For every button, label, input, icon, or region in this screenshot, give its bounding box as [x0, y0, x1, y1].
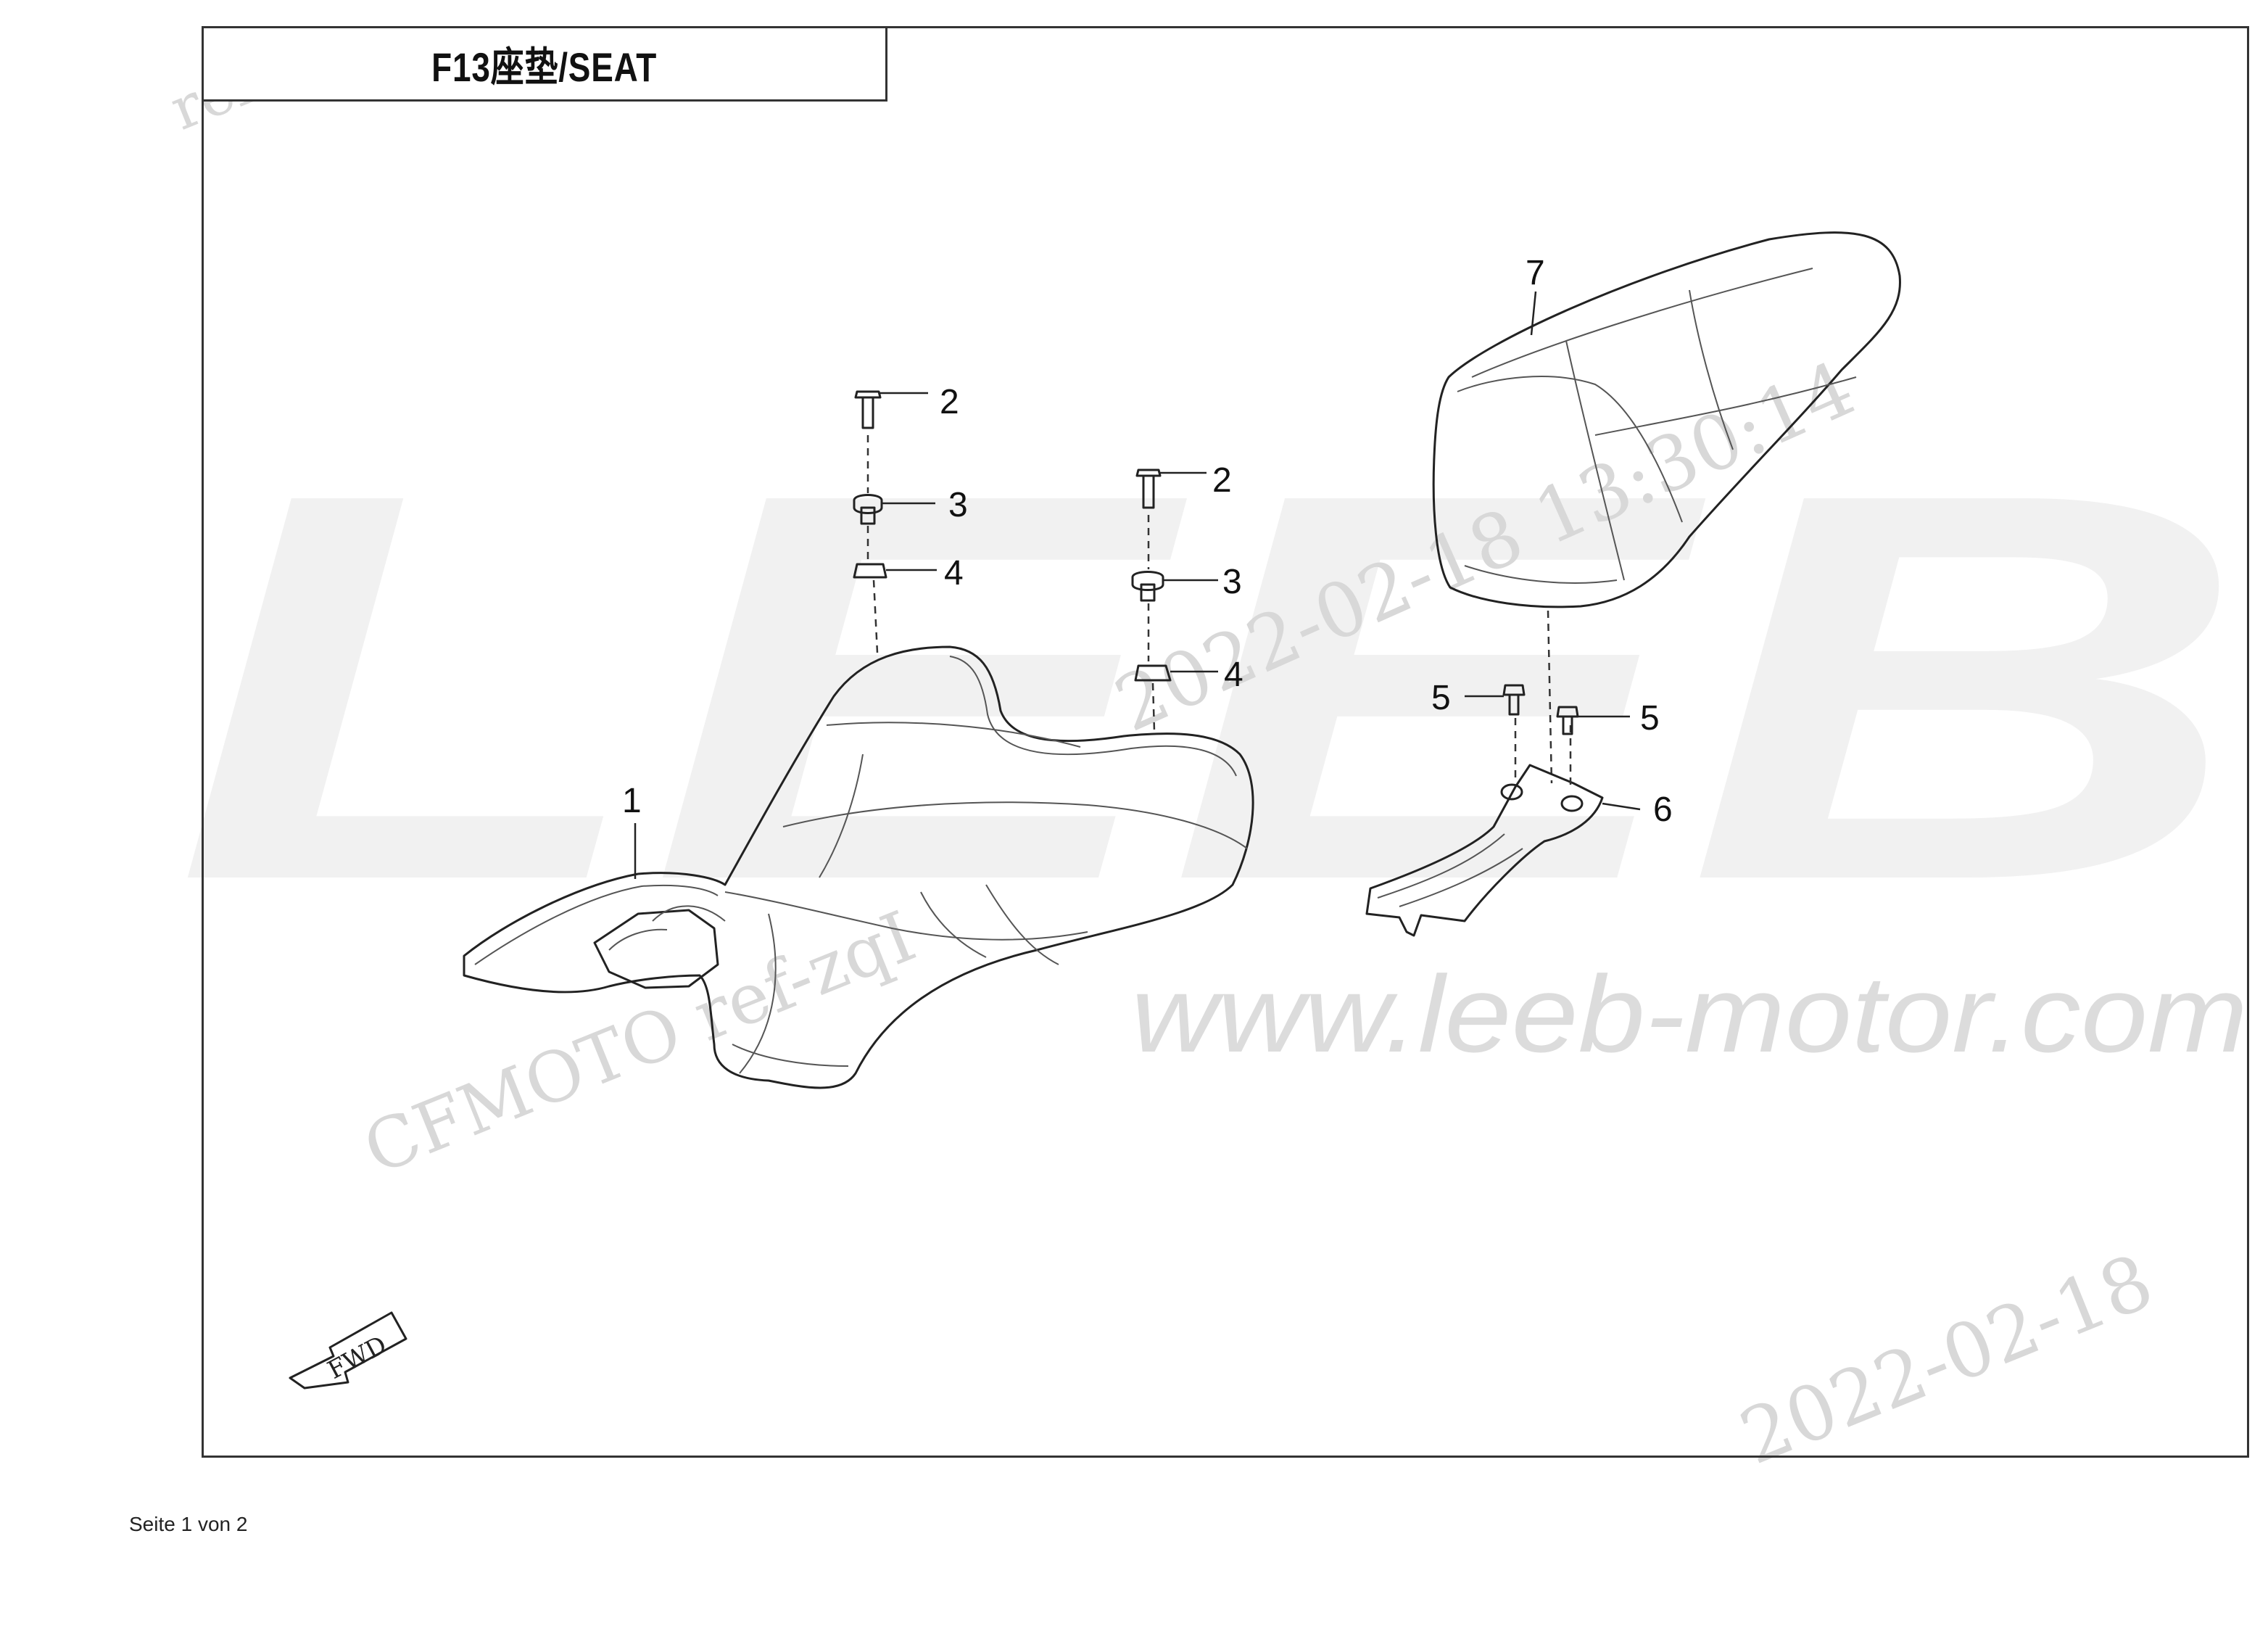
page-title: F13座垫/SEAT	[431, 44, 658, 90]
callout-bolt-a: 2	[940, 383, 959, 421]
fastener-stack-a	[853, 390, 887, 653]
callout-numbers: 1 2 3 4 2 3 4 5 5 6 7	[622, 254, 1673, 829]
callout-washer-a: 3	[948, 486, 968, 524]
title-box: F13座垫/SEAT	[202, 26, 887, 102]
callout-seat-front: 1	[622, 782, 642, 820]
callout-bolt-b: 2	[1212, 461, 1232, 500]
front-seat-part	[463, 645, 1254, 1089]
url-watermark: www.leeb-motor.com	[1131, 953, 2248, 1075]
callout-bolt-c: 5	[1431, 679, 1451, 717]
callout-seat-rear: 7	[1526, 254, 1545, 292]
rear-seat-part	[1432, 231, 1901, 784]
leader-lines	[634, 291, 1641, 879]
bracket-part	[1365, 684, 1604, 937]
diagram-frame	[202, 26, 2249, 1458]
callout-bracket: 6	[1653, 790, 1673, 829]
callout-bolt-d: 5	[1640, 699, 1660, 738]
callout-washer-b: 3	[1222, 563, 1242, 601]
callout-grommet-b: 4	[1224, 656, 1243, 694]
brand-watermark: LEEB	[174, 379, 2248, 995]
fastener-stack-b	[1131, 468, 1172, 732]
page-footer: Seite 1 von 2	[129, 1513, 248, 1535]
callout-grommet-a: 4	[944, 554, 964, 593]
